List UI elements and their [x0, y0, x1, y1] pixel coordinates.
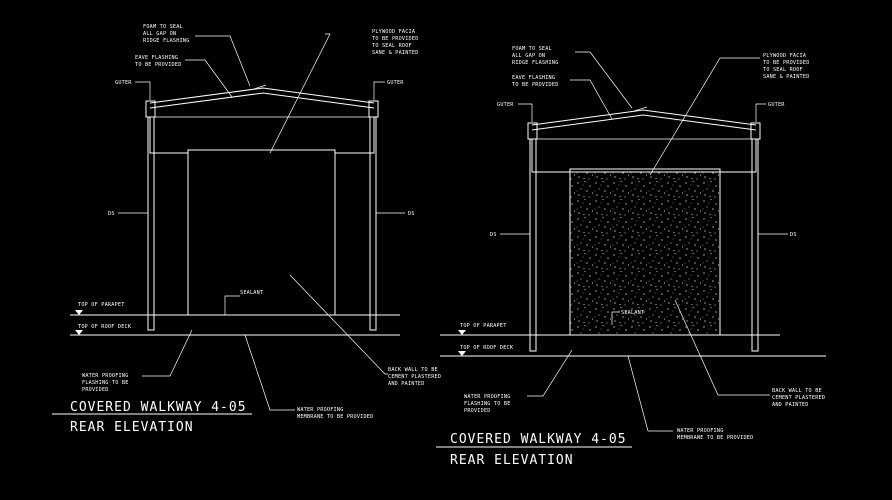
- annotations: FOAM TO SEAL ALL GAP ON RIDGE FLASHING P…: [450, 46, 829, 468]
- elevation-left: FOAM TO SEAL ALL GAP ON RIDGE FLASHING P…: [52, 24, 445, 435]
- eave-flashing-note: EAVE FLASHING TO BE PROVIDED: [512, 75, 559, 88]
- plywood-facia-note: PLYWOOD FACIA TO BE PROVIDED TO SEAL ROO…: [372, 29, 422, 56]
- structure-linework: [52, 33, 405, 415]
- back-wall-note: BACK WALL TO BE CEMENT PLASTERED AND PAI…: [772, 388, 829, 408]
- drawing-subtitle: REAR ELEVATION: [450, 453, 574, 468]
- drawing-title: COVERED WALKWAY 4-05: [70, 400, 247, 415]
- gutter-label-left: GUTER: [497, 102, 514, 108]
- gutter-label-left: GUTER: [115, 80, 132, 86]
- downspout-label-left: DS: [490, 232, 497, 238]
- downspout-label-right: DS: [790, 232, 797, 238]
- membrane-note: WATER PROOFING MEMBRANE TO BE PROVIDED: [677, 428, 753, 441]
- elevation-right: FOAM TO SEAL ALL GAP ON RIDGE FLASHING P…: [436, 46, 829, 468]
- eave-flashing-note: EAVE FLASHING TO BE PROVIDED: [135, 55, 182, 68]
- drawing-title: COVERED WALKWAY 4-05: [450, 432, 627, 447]
- membrane-note: WATER PROOFING MEMBRANE TO BE PROVIDED: [297, 407, 373, 420]
- gutter-label-right: GUTER: [768, 102, 785, 108]
- plywood-facia-note: PLYWOOD FACIA TO BE PROVIDED TO SEAL ROO…: [763, 53, 813, 80]
- parapet-level-label: TOP OF PARAPET: [460, 323, 507, 329]
- roof-deck-level-label: TOP OF ROOF DECK: [78, 324, 132, 330]
- gutter-label-right: GUTER: [387, 80, 404, 86]
- foam-seal-note: FOAM TO SEAL ALL GAP ON RIDGE FLASHING: [512, 46, 559, 66]
- parapet-level-label: TOP OF PARAPET: [78, 302, 125, 308]
- plastered-back-wall: [569, 171, 721, 336]
- foam-seal-note: FOAM TO SEAL ALL GAP ON RIDGE FLASHING: [143, 24, 190, 44]
- roof-deck-level-label: TOP OF ROOF DECK: [460, 345, 514, 351]
- sealant-label: SEALANT: [240, 290, 263, 296]
- waterproofing-flashing-note: WATER PROOFING FLASHING TO BE PROVIDED: [82, 373, 132, 393]
- structure-linework: [436, 51, 826, 448]
- drawing-subtitle: REAR ELEVATION: [70, 420, 194, 435]
- downspout-label-right: DS: [408, 211, 415, 217]
- annotations: FOAM TO SEAL ALL GAP ON RIDGE FLASHING P…: [70, 24, 445, 435]
- waterproofing-flashing-note: WATER PROOFING FLASHING TO BE PROVIDED: [464, 394, 514, 414]
- back-wall-note: BACK WALL TO BE CEMENT PLASTERED AND PAI…: [388, 367, 445, 387]
- downspout-label-left: DS: [108, 211, 115, 217]
- sealant-label: SEALANT: [621, 310, 644, 316]
